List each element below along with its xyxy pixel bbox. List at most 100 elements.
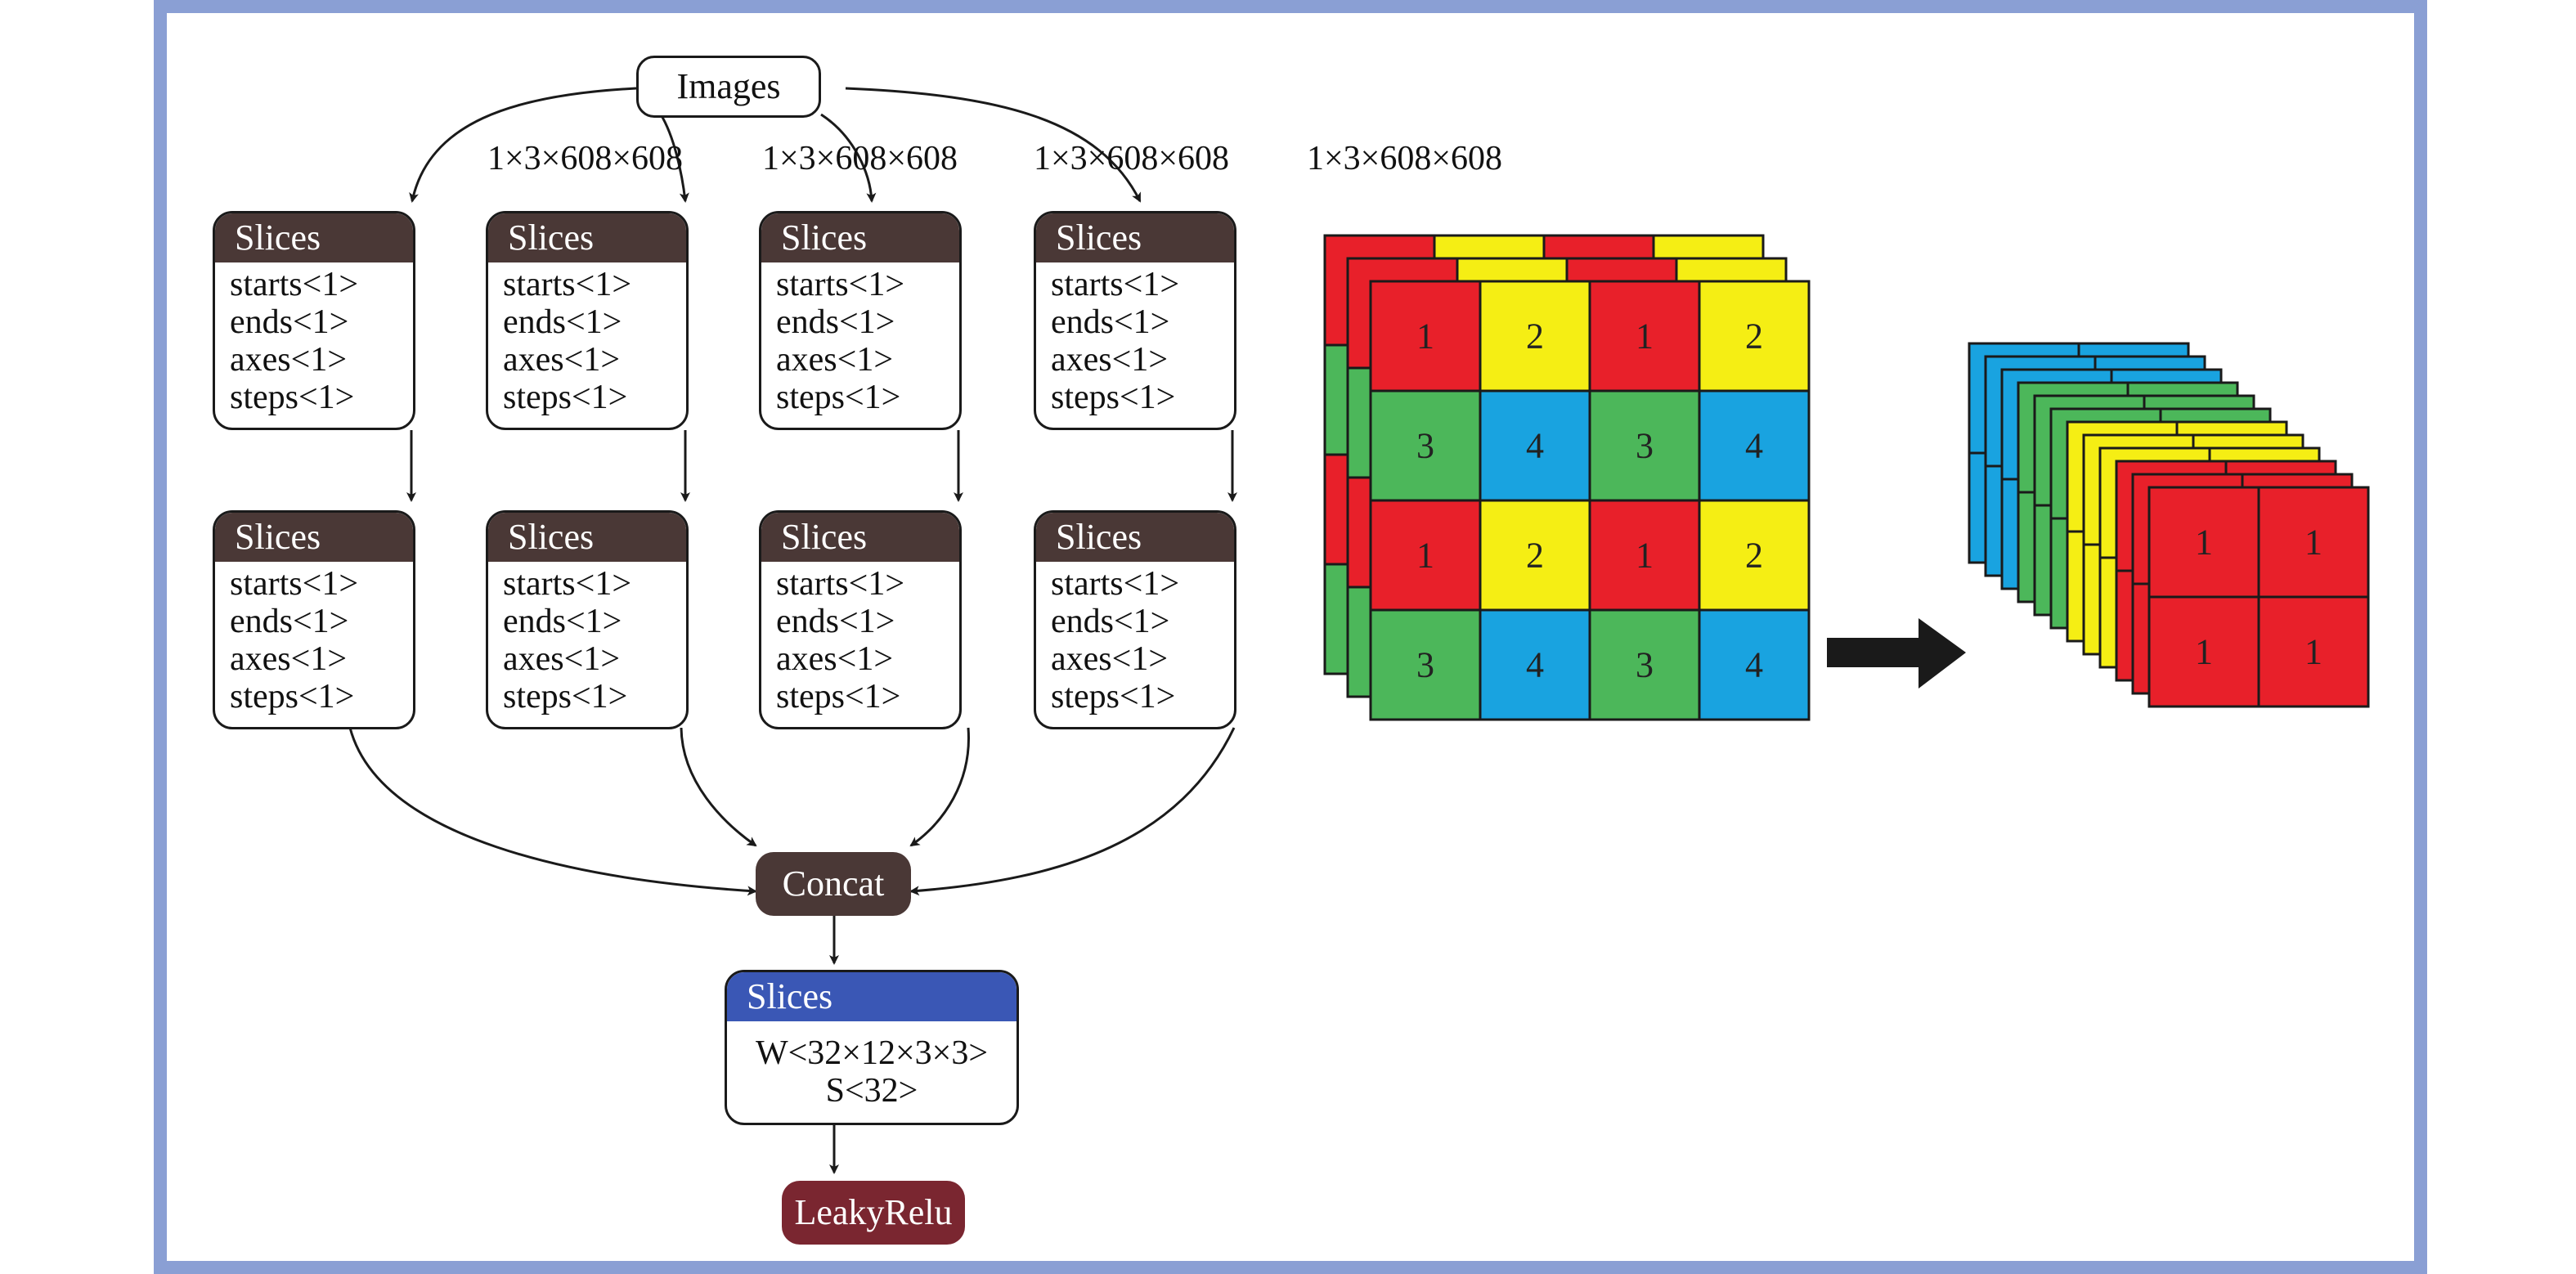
param-steps: steps<1>	[1051, 379, 1176, 416]
stack-front-cell	[2257, 486, 2370, 599]
stack-front-cell	[2257, 595, 2370, 708]
param-axes: axes<1>	[230, 341, 348, 379]
slice-node-r1-c4: Slices starts<1> ends<1> axes<1> steps<1…	[1034, 211, 1236, 430]
grid-cell-label: 4	[1745, 426, 1763, 466]
grid-cell	[1369, 280, 1482, 393]
grid-cell-label: 1	[1416, 316, 1434, 357]
grid-cell	[1369, 389, 1482, 502]
slice-node-title: Slices	[488, 213, 686, 262]
grid-cell-label: 2	[1745, 536, 1763, 576]
grid-cell-label: 3	[1636, 426, 1654, 466]
slice-node-r1-c2: Slices starts<1> ends<1> axes<1> steps<1…	[486, 211, 689, 430]
diagram-canvas: 1 2 1 2 3 4 3 4 1 2 1 2 3 4 3 4 1 1 1 1 Images 1×3×608×608…	[167, 13, 2414, 1261]
big-right-arrow	[1827, 618, 1966, 689]
param-steps: steps<1>	[230, 379, 355, 416]
grid-cell-label: 2	[1745, 316, 1763, 357]
slice-node-title: Slices	[215, 513, 413, 562]
conv-node-title: Slices	[727, 972, 1016, 1021]
grid-cell-label: 3	[1416, 426, 1434, 466]
grid-cell-label: 1	[1416, 536, 1434, 576]
param-axes: axes<1>	[1051, 341, 1169, 379]
edge-label-1: 1×3×608×608	[487, 140, 684, 177]
param-starts: starts<1>	[776, 266, 905, 303]
grid-cell-label: 1	[1636, 536, 1654, 576]
grid-cell-label: 4	[1526, 645, 1544, 685]
images-label: Images	[676, 66, 781, 106]
param-starts: starts<1>	[230, 266, 359, 303]
stack-cell-label: 1	[2195, 632, 2213, 672]
param-ends: ends<1>	[503, 303, 622, 341]
edge-label-3: 1×3×608×608	[1034, 140, 1230, 177]
slice-node-title: Slices	[215, 213, 413, 262]
grid-cell	[1588, 499, 1701, 612]
grid-cell-label: 2	[1526, 536, 1544, 576]
param-starts: starts<1>	[1051, 565, 1180, 603]
grid-cell	[1479, 608, 1591, 721]
conv-scale: S<32>	[825, 1072, 918, 1110]
param-ends: ends<1>	[1051, 303, 1170, 341]
slice-node-r2-c1: Slices starts<1> ends<1> axes<1> steps<1…	[213, 510, 415, 729]
figure-frame: 1 2 1 2 3 4 3 4 1 2 1 2 3 4 3 4 1 1 1 1 Images 1×3×608×608…	[154, 0, 2427, 1274]
images-input-node: Images	[636, 56, 821, 118]
grid-cell-label: 4	[1526, 426, 1544, 466]
slice-node-r1-c1: Slices starts<1> ends<1> axes<1> steps<1…	[213, 211, 415, 430]
grid-cell	[1588, 608, 1701, 721]
grid-cell	[1588, 389, 1701, 502]
grid-cell-label: 3	[1416, 645, 1434, 685]
param-starts: starts<1>	[776, 565, 905, 603]
leakyrelu-node: LeakyRelu	[782, 1181, 965, 1245]
concat-node: Concat	[756, 852, 911, 916]
grid-cell	[1698, 280, 1811, 393]
edge-images-col2	[659, 114, 689, 203]
param-starts: starts<1>	[1051, 266, 1180, 303]
concat-label: Concat	[782, 864, 885, 904]
stack-front-cell	[2147, 486, 2260, 599]
param-ends: ends<1>	[776, 303, 895, 341]
param-axes: axes<1>	[776, 640, 894, 678]
grid-cell	[1479, 389, 1591, 502]
grid-cell-label: 1	[1636, 316, 1654, 357]
edge-images-col1	[409, 87, 637, 203]
edge-row2-concat-col2	[680, 727, 757, 847]
param-axes: axes<1>	[230, 640, 348, 678]
edge-label-2: 1×3×608×608	[762, 140, 958, 177]
edge-row2-concat-col1	[348, 727, 757, 896]
slice-node-title: Slices	[488, 513, 686, 562]
conv-node: Slices W<32×12×3×3> S<32>	[725, 970, 1019, 1125]
param-axes: axes<1>	[1051, 640, 1169, 678]
grid-cell-label: 2	[1526, 316, 1544, 357]
param-ends: ends<1>	[230, 303, 349, 341]
param-steps: steps<1>	[1051, 678, 1176, 716]
conv-weight: W<32×12×3×3>	[755, 1034, 989, 1072]
param-starts: starts<1>	[503, 266, 632, 303]
slice-node-r2-c4: Slices starts<1> ends<1> axes<1> steps<1…	[1034, 510, 1236, 729]
grid-cell-label: 4	[1745, 645, 1763, 685]
stack-cell-label: 1	[2195, 523, 2213, 563]
grid-cell	[1698, 389, 1811, 502]
slice-node-r1-c3: Slices starts<1> ends<1> axes<1> steps<1…	[759, 211, 962, 430]
leakyrelu-label: LeakyRelu	[794, 1192, 953, 1232]
slice-node-title: Slices	[1036, 513, 1234, 562]
param-axes: axes<1>	[776, 341, 894, 379]
param-ends: ends<1>	[230, 603, 349, 640]
param-ends: ends<1>	[1051, 603, 1170, 640]
stack-cell-label: 1	[2304, 632, 2322, 672]
slice-node-title: Slices	[1036, 213, 1234, 262]
edge-label-4: 1×3×608×608	[1307, 140, 1503, 177]
param-steps: steps<1>	[776, 379, 901, 416]
edge-images-col3	[820, 113, 877, 203]
edge-row2-concat-col3	[909, 727, 970, 847]
param-steps: steps<1>	[230, 678, 355, 716]
slice-node-r2-c2: Slices starts<1> ends<1> axes<1> steps<1…	[486, 510, 689, 729]
grid-cell	[1369, 608, 1482, 721]
slice-node-r2-c3: Slices starts<1> ends<1> axes<1> steps<1…	[759, 510, 962, 729]
param-steps: steps<1>	[503, 678, 628, 716]
input-grid: 1 2 1 2 3 4 3 4 1 2 1 2 3 4 3 4	[1323, 234, 1811, 721]
grid-cell-label: 3	[1636, 645, 1654, 685]
grid-cell	[1479, 499, 1591, 612]
param-steps: steps<1>	[776, 678, 901, 716]
grid-cell	[1698, 608, 1811, 721]
param-starts: starts<1>	[230, 565, 359, 603]
param-starts: starts<1>	[503, 565, 632, 603]
